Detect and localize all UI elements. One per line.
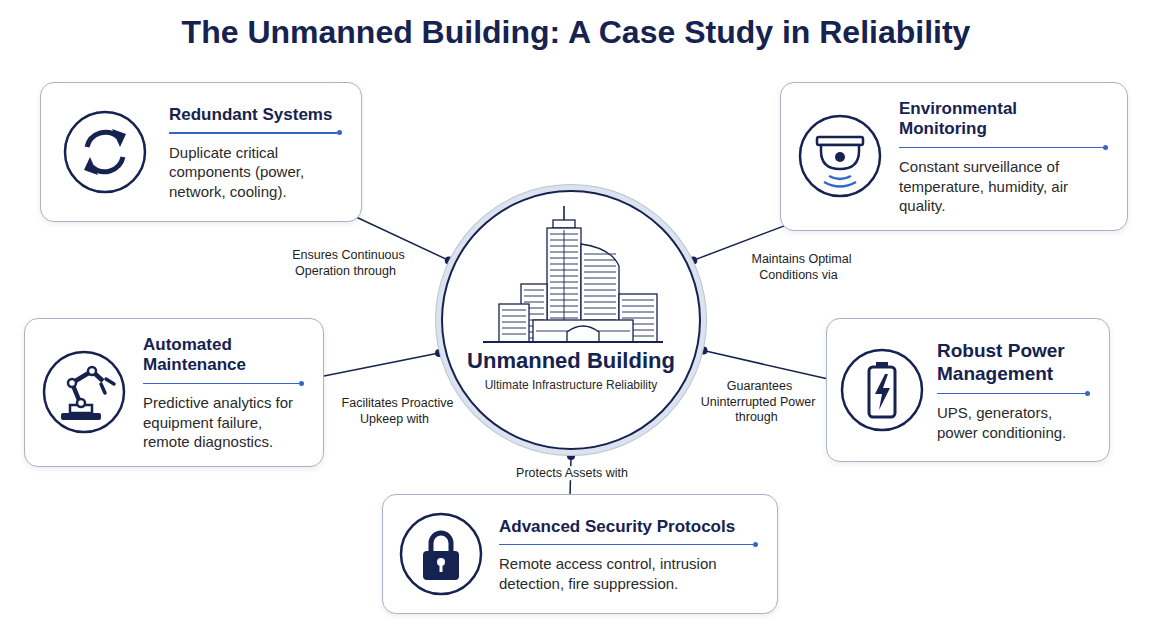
card-heading: Advanced Security Protocols [499,517,759,537]
edge-label-box: Guarantees Uninterrupted Power through [694,379,822,426]
edge-label-box: Protects Assets with [487,466,657,482]
page-title: The Unmanned Building: A Case Study in R… [0,14,1152,51]
edge-label: Protects Assets with [513,466,631,480]
connector-line [704,351,826,379]
heading-rule [169,132,337,134]
connector-dot [689,256,697,264]
hub-title: Unmanned Building [443,348,699,374]
edge-label: Guarantees Uninterrupted Power through [701,379,816,424]
card-heading: Robust Power Management [937,340,1091,386]
edge-label-box: Ensures Continuous Operation through [282,248,412,279]
info-card: Automated MaintenancePredictive analytic… [24,318,324,467]
building-illustration [443,192,699,448]
edge-label-box: Facilitates Proactive Upkeep with [326,396,466,427]
edge-label-box: Maintains Optimal Conditions via [735,252,865,283]
card-heading: Redundant Systems [169,105,343,125]
heading-rule [937,393,1085,395]
card-body: Predictive analytics for equipment failu… [143,393,305,452]
heading-rule [499,544,753,546]
refresh-icon [60,107,150,197]
hub-subtitle: Ultimate Infrastructure Reliability [443,378,699,392]
hub-text: Unmanned BuildingUltimate Infrastructure… [443,348,699,392]
card-body: UPS, generators, power conditioning. [937,403,1091,442]
battery-icon [837,345,927,435]
edge-label: Ensures Continuous Operation through [289,248,405,278]
card-heading: Environmental Monitoring [899,99,1109,140]
card-body: Duplicate critical components (power, ne… [169,143,343,202]
lock-icon [396,509,486,599]
heading-rule [899,147,1103,149]
connector-dot [445,256,453,264]
card-body: Constant surveillance of temperature, hu… [899,157,1109,216]
connector-dot [700,347,708,355]
info-card: Environmental MonitoringConstant surveil… [780,82,1128,231]
robot-icon [39,347,129,437]
connector-dot [567,452,575,460]
edge-label: Facilitates Proactive Upkeep with [339,396,454,426]
connector-line [324,353,439,376]
info-card: Advanced Security ProtocolsRemote access… [382,494,778,614]
heading-rule [143,383,299,385]
sensor-icon [795,111,885,201]
info-card: Redundant SystemsDuplicate critical comp… [40,82,362,222]
card-body: Remote access control, intrusion detecti… [499,554,759,593]
card-heading: Automated Maintenance [143,335,305,376]
hub-circle: Unmanned BuildingUltimate Infrastructure… [441,190,701,450]
connector-dot [435,349,443,357]
info-card: Robust Power ManagementUPS, generators, … [826,318,1110,462]
edge-label: Maintains Optimal Conditions via [748,252,851,282]
